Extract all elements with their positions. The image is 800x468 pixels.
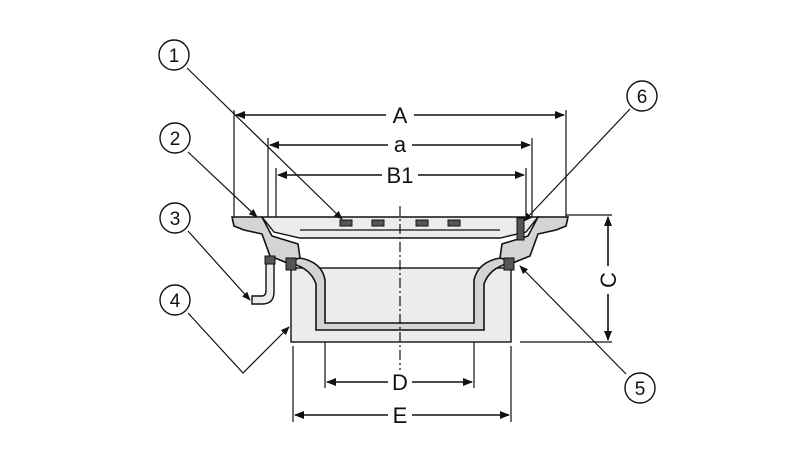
svg-text:2: 2: [170, 129, 181, 150]
drain-body: [231, 216, 569, 343]
dim-label-A: A: [393, 103, 408, 128]
callouts: 1 2 3 4 5 6: [158, 39, 658, 404]
callout-1: 1: [158, 39, 190, 71]
callout-5: 5: [624, 372, 656, 404]
dim-label-E: E: [393, 403, 408, 428]
extension-lines: [233, 110, 612, 422]
svg-text:5: 5: [635, 379, 646, 400]
svg-text:6: 6: [637, 87, 648, 108]
callout-4: 4: [159, 284, 191, 316]
leader-lines: [186, 67, 631, 375]
callout-3: 3: [159, 202, 191, 234]
svg-text:3: 3: [170, 209, 181, 230]
dim-label-C: C: [596, 272, 621, 288]
svg-text:4: 4: [170, 291, 181, 312]
callout-2: 2: [159, 122, 191, 154]
dim-label-a: a: [394, 132, 407, 157]
callout-6: 6: [626, 80, 658, 112]
svg-text:1: 1: [169, 46, 180, 67]
dimension-labels: A a B1 C D E: [382, 101, 621, 429]
dim-label-B1: B1: [387, 163, 414, 188]
dim-label-D: D: [392, 370, 408, 395]
